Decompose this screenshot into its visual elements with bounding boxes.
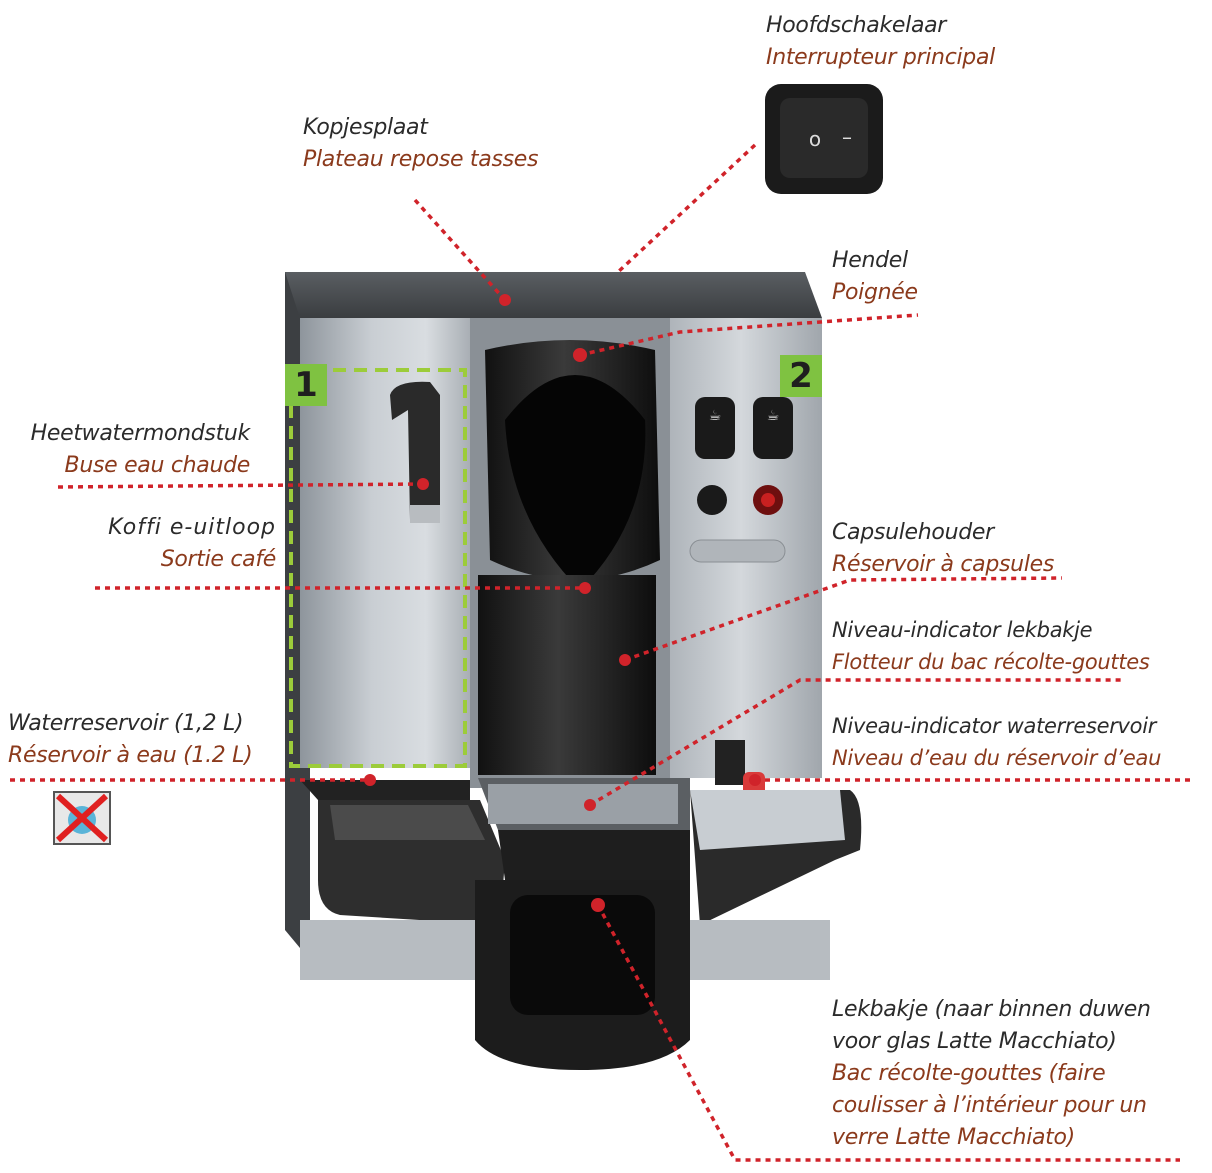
label-fr: Buse eau chaude [31, 450, 250, 482]
label-nl: voor glas Latte Macchiato) [832, 1026, 1151, 1058]
label-capsule-container: Capsulehouder Réservoir à capsules [832, 517, 1054, 581]
steam-icon [697, 485, 727, 515]
label-fr: verre Latte Macchiato) [832, 1122, 1151, 1154]
cup-small-icon: ☕ [709, 408, 722, 424]
label-drip-level: Niveau-indicator lekbakje Flotteur du ba… [832, 614, 1150, 678]
label-nl: Kopjesplaat [303, 112, 538, 144]
label-nl: Hoofdschakelaar [766, 10, 995, 42]
label-water-level: Niveau-indicator waterreservoir Niveau d… [832, 710, 1161, 774]
brand-badge [690, 540, 785, 562]
drip-grid [488, 784, 678, 824]
label-fr: Poignée [832, 277, 918, 309]
label-nl: Lekbakje (naar binnen duwen [832, 994, 1151, 1026]
label-fr: Niveau d’eau du réservoir d’eau [832, 742, 1161, 774]
label-hot-water-nozzle: Heetwatermondstuk Buse eau chaude [31, 418, 250, 482]
label-fr: Réservoir à capsules [832, 549, 1054, 581]
label-fr: Sortie café [108, 544, 276, 576]
label-coffee-outlet: Koffi e-uitloop Sortie café [108, 512, 276, 576]
label-nl: Heetwatermondstuk [31, 418, 250, 450]
label-lever: Hendel Poignée [832, 245, 918, 309]
label-nl: Niveau-indicator waterreservoir [832, 710, 1161, 742]
label-main-switch: Hoofdschakelaar Interrupteur principal [766, 10, 995, 74]
label-nl: Koffi e-uitloop [108, 512, 276, 544]
switch-off-symbol: o [809, 127, 821, 151]
label-fr: Bac récolte-gouttes (faire [832, 1058, 1151, 1090]
cup-large-icon: ☕ [767, 408, 780, 424]
label-fr: Flotteur du bac récolte-gouttes [832, 646, 1150, 678]
label-nl: Niveau-indicator lekbakje [832, 614, 1150, 646]
label-drip-tray: Lekbakje (naar binnen duwen voor glas La… [832, 994, 1151, 1154]
zone-1-badge: 1 [285, 364, 327, 406]
label-fr: Plateau repose tasses [303, 144, 538, 176]
label-fr: coulisser à l’intérieur pour un [832, 1090, 1151, 1122]
switch-on-symbol: – [842, 125, 852, 149]
label-nl: Capsulehouder [832, 517, 1054, 549]
label-water-tank: Waterreservoir (1,2 L) Réservoir à eau (… [8, 708, 252, 772]
label-cup-tray: Kopjesplaat Plateau repose tasses [303, 112, 538, 176]
cup-tray-top [285, 272, 822, 318]
label-fr: Réservoir à eau (1.2 L) [8, 740, 252, 772]
no-dishwasher-icon [54, 792, 110, 844]
label-nl: Waterreservoir (1,2 L) [8, 708, 252, 740]
label-nl: Hendel [832, 245, 918, 277]
label-fr: Interrupteur principal [766, 42, 995, 74]
zone-2-badge: 2 [780, 355, 822, 397]
